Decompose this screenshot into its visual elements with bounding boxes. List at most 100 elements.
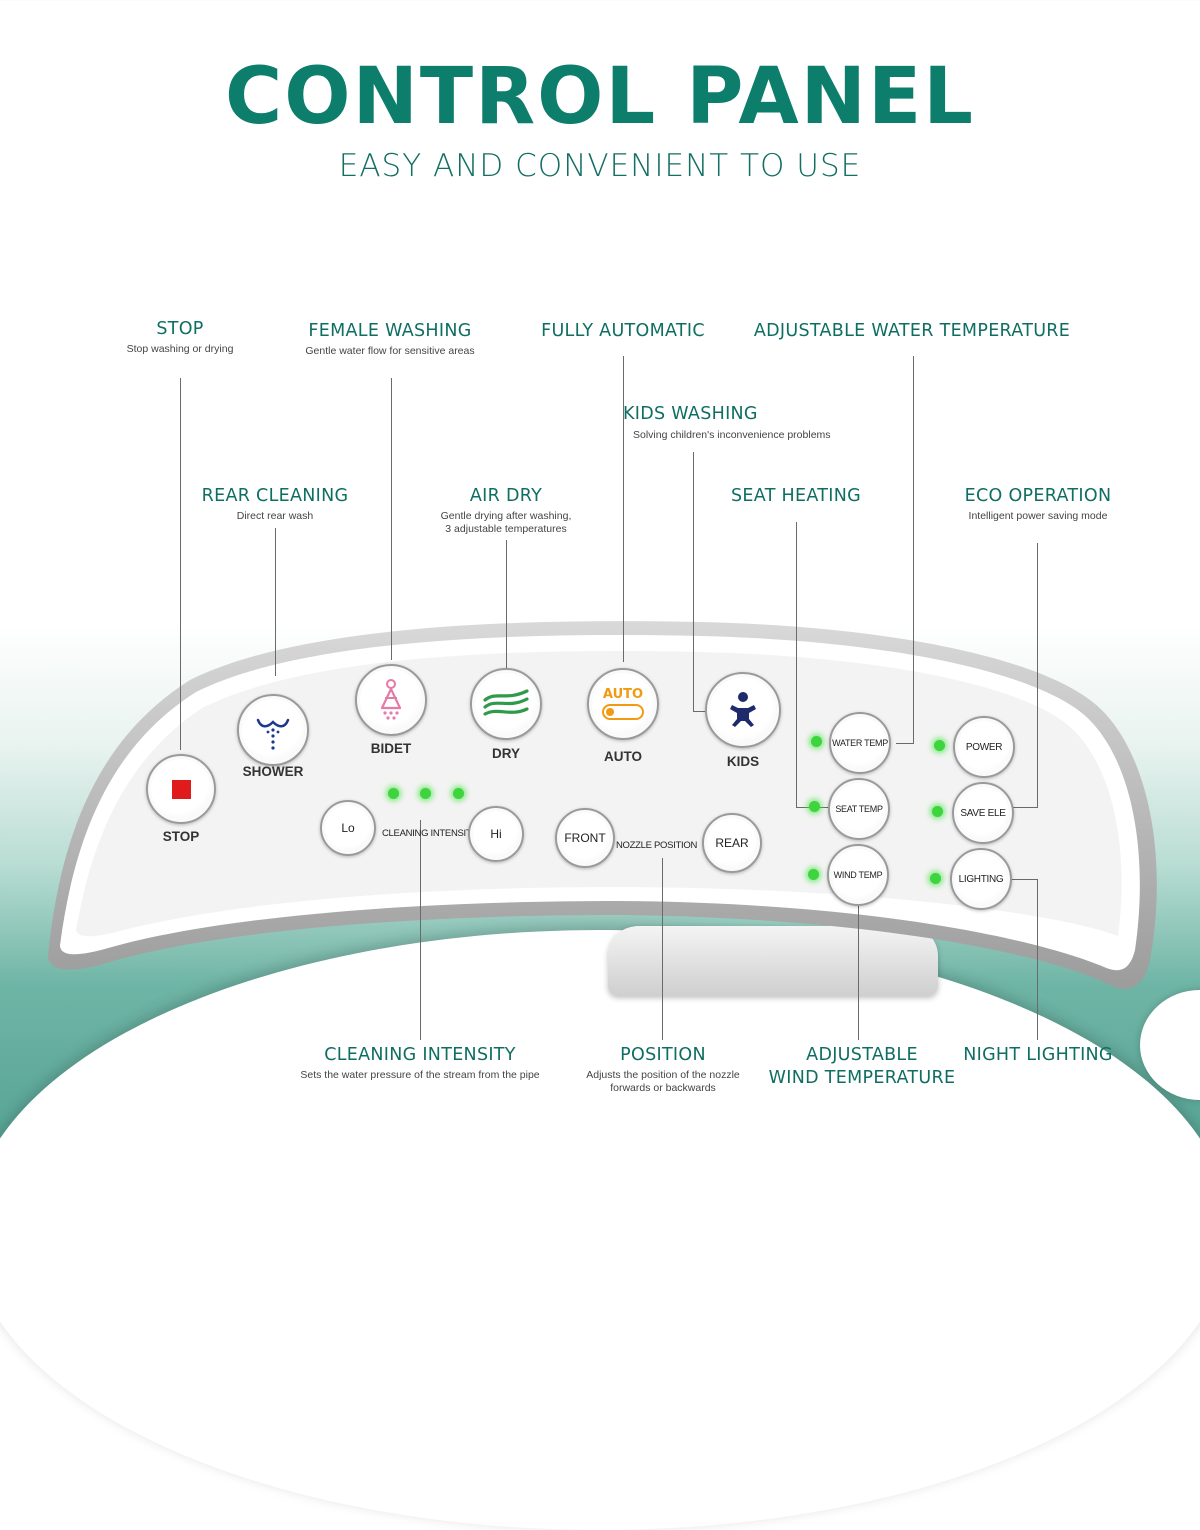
save-ele-led — [932, 806, 943, 817]
bidet-button[interactable] — [355, 664, 427, 736]
callout-kids-washing: KIDS WASHING — [623, 403, 765, 426]
page-title: CONTROL PANEL — [225, 52, 975, 142]
callout-position: POSITION Adjusts the position of the noz… — [553, 1044, 773, 1095]
rear-spray-icon — [256, 718, 290, 750]
auto-icon-text: AUTO — [602, 687, 644, 702]
leader-line-fully-automatic — [623, 356, 624, 662]
stop-button-label: STOP — [162, 829, 200, 844]
callout-title: AIR DRY — [469, 486, 543, 506]
save-ele-button[interactable]: SAVE ELE — [952, 782, 1014, 844]
leader-line-air-dry — [506, 540, 507, 668]
leader-line-water-temp-h — [896, 743, 914, 744]
kid-figure-icon — [730, 692, 756, 727]
leader-line-night-lighting-v — [1037, 879, 1038, 1040]
power-button[interactable]: POWER — [953, 716, 1015, 778]
callout-title: NIGHT LIGHTING — [963, 1045, 1113, 1065]
seat-temp-button[interactable]: SEAT TEMP — [828, 778, 890, 840]
callout-night-lighting: NIGHT LIGHTING — [948, 1044, 1128, 1067]
seat-temp-led — [809, 801, 820, 812]
wind-temp-button[interactable]: WIND TEMP — [827, 844, 889, 906]
leader-line-eco-h — [1012, 807, 1038, 808]
intensity-led-1 — [388, 788, 399, 799]
callout-title: FULLY AUTOMATIC — [541, 321, 705, 341]
callout-desc-line1: Adjusts the position of the nozzle — [586, 1069, 740, 1081]
callout-desc-line2: forwards or backwards — [610, 1082, 716, 1094]
water-temp-led — [811, 736, 822, 747]
lo-label: Lo — [341, 821, 355, 835]
female-bidet-icon — [380, 679, 402, 720]
intensity-lo-button[interactable]: Lo — [320, 800, 376, 856]
intensity-led-3 — [453, 788, 464, 799]
stop-square-icon — [171, 779, 191, 799]
shower-button-label: SHOWER — [242, 764, 304, 779]
callout-adjustable-wind-temperature: ADJUSTABLE WIND TEMPERATURE — [752, 1044, 972, 1090]
air-dry-waves-icon — [483, 689, 529, 716]
water-temp-label: WATER TEMP — [832, 738, 888, 748]
dry-button-label: DRY — [491, 746, 520, 761]
callout-desc-line2: 3 adjustable temperatures — [445, 523, 567, 535]
leader-line-wind-temp — [858, 900, 859, 1040]
leader-line-female-washing — [391, 378, 392, 660]
callout-title: KIDS WASHING — [623, 404, 758, 424]
callout-eco-operation: ECO OPERATION Intelligent power saving m… — [928, 485, 1148, 523]
seat-temp-label: SEAT TEMP — [835, 804, 883, 814]
lighting-led — [930, 873, 941, 884]
callout-air-dry: AIR DRY Gentle drying after washing, 3 a… — [416, 485, 596, 536]
leader-line-stop — [180, 378, 181, 750]
power-label: POWER — [965, 741, 1003, 753]
nozzle-rear-button[interactable]: REAR — [702, 813, 762, 873]
callout-title: REAR CLEANING — [201, 486, 349, 506]
callout-title: ADJUSTABLE WATER TEMPERATURE — [753, 321, 1071, 341]
callout-title: CLEANING INTENSITY — [324, 1045, 516, 1065]
callout-adjustable-water-temperature: ADJUSTABLE WATER TEMPERATURE — [752, 320, 1072, 343]
rear-label: REAR — [715, 836, 749, 850]
callout-stop: STOP Stop washing or drying — [90, 318, 270, 356]
dry-button[interactable] — [470, 668, 542, 740]
leader-line-position — [662, 858, 663, 1040]
wind-temp-label: WIND TEMP — [833, 870, 883, 880]
callout-title: POSITION — [620, 1045, 706, 1065]
water-temp-button[interactable]: WATER TEMP — [829, 712, 891, 774]
callout-fully-automatic: FULLY AUTOMATIC — [513, 320, 733, 343]
callout-desc: Stop washing or drying — [126, 343, 234, 355]
intensity-hi-button[interactable]: Hi — [468, 806, 524, 862]
stop-button[interactable] — [146, 754, 216, 824]
power-led — [934, 740, 945, 751]
kids-button[interactable] — [705, 672, 781, 748]
cleaning-intensity-label: CLEANING INTENSITY — [382, 828, 478, 839]
callout-title-line2: WIND TEMPERATURE — [768, 1068, 956, 1088]
save-ele-label: SAVE ELE — [960, 807, 1006, 819]
shower-button[interactable] — [237, 694, 309, 766]
auto-button-label: AUTO — [603, 749, 642, 764]
callout-title: STOP — [156, 319, 204, 339]
kids-button-label: KIDS — [726, 754, 760, 769]
callout-cleaning-intensity: CLEANING INTENSITY Sets the water pressu… — [270, 1044, 570, 1082]
nozzle-front-button[interactable]: FRONT — [555, 808, 615, 868]
callout-desc: Intelligent power saving mode — [968, 510, 1108, 522]
leader-line-eco-v — [1037, 543, 1038, 808]
leader-line-water-temp-v — [913, 356, 914, 744]
leader-line-cleaning-intensity — [420, 820, 421, 1040]
leader-line-kids-h — [693, 711, 705, 712]
callout-title-line1: ADJUSTABLE — [806, 1045, 918, 1065]
page-subtitle: EASY AND CONVENIENT TO USE — [338, 148, 862, 184]
callout-kids-desc: Solving children's inconvenience problem… — [633, 429, 831, 441]
leader-line-night-lighting-h — [1012, 879, 1038, 880]
leader-line-rear-cleaning — [275, 528, 276, 676]
auto-icon: AUTO — [602, 688, 644, 720]
callout-desc: Direct rear wash — [236, 510, 314, 522]
callout-desc-line1: Gentle drying after washing, — [440, 510, 572, 522]
lighting-button[interactable]: LIGHTING — [950, 848, 1012, 910]
callout-title: SEAT HEATING — [731, 486, 861, 506]
nozzle-position-label: NOZZLE POSITION — [616, 840, 698, 851]
leader-line-kids-v — [693, 452, 694, 712]
callout-title: FEMALE WASHING — [308, 321, 472, 341]
auto-button[interactable]: AUTO — [587, 668, 659, 740]
lighting-label: LIGHTING — [958, 873, 1004, 885]
callout-desc: Sets the water pressure of the stream fr… — [300, 1069, 540, 1081]
hi-label: Hi — [490, 827, 502, 841]
hinge-cover — [608, 926, 938, 996]
auto-toggle-icon — [602, 704, 644, 720]
intensity-led-2 — [420, 788, 431, 799]
callout-female-washing: FEMALE WASHING Gentle water flow for sen… — [270, 320, 510, 358]
